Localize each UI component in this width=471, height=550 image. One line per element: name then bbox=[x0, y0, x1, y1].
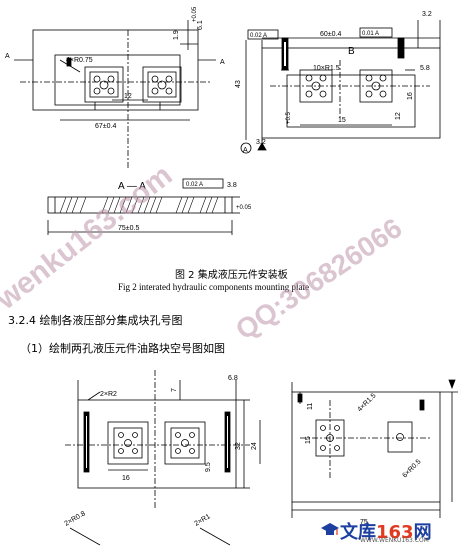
dim-68: 6.8 bbox=[228, 375, 238, 382]
roughness-32: 3.2 bbox=[256, 139, 266, 146]
dim-16: 16 bbox=[122, 475, 130, 482]
section-view-title: A — A bbox=[118, 181, 146, 192]
graduation-cap-icon bbox=[321, 523, 339, 535]
dim-holes-b: 10×R1.5 bbox=[313, 65, 340, 72]
dim-section-thick: 3.8 bbox=[227, 182, 237, 189]
svg-text:0.02 A: 0.02 A bbox=[250, 33, 267, 39]
left-port-block-a bbox=[84, 66, 124, 103]
figure-2-caption-cn: 图 2 集成液压元件安装板 bbox=[175, 270, 288, 281]
block-left-port-b bbox=[164, 421, 206, 465]
dim-ex-15: 15 bbox=[305, 436, 312, 444]
dim-16: 16 bbox=[407, 92, 414, 100]
gdt-frame-par: 0.01 A bbox=[359, 27, 393, 38]
dim-ex-6xr: 6×R0.5 bbox=[401, 458, 422, 479]
block-left-outline bbox=[77, 399, 237, 489]
dim-hole-pattern: 4×R0.75 bbox=[66, 57, 93, 64]
sub-heading: （1）绘制两孔液压元件油路块空号图如图 bbox=[20, 342, 225, 355]
dim-section-len: 75±0.5 bbox=[118, 225, 139, 232]
figure-2-plan-views: A A B 4×R0.75 12 67±0.4 1.9 +0.05 6.1 60… bbox=[5, 6, 441, 170]
left-plate-outline bbox=[32, 29, 199, 111]
dim-ex-75: 75 bbox=[360, 519, 368, 526]
dim-tol-a: +0.05 bbox=[192, 6, 198, 22]
section-plate bbox=[47, 196, 233, 214]
gdt-frame-section: 0.02 A bbox=[182, 178, 224, 189]
dim-tol-b: +0.5 bbox=[286, 111, 292, 124]
dim-24: 24 bbox=[251, 442, 258, 450]
dim-right-58: 5.8 bbox=[420, 65, 430, 72]
site-logo: 文库163网 WWW.WENKU163.COM bbox=[320, 516, 470, 546]
block-right-port-b bbox=[387, 421, 413, 453]
figure-2-section-view: A — A 0.02 A 3.8 75±0.5 +0.05 bbox=[47, 178, 252, 235]
dim-43: 43 bbox=[235, 80, 242, 88]
label-b: B bbox=[348, 46, 355, 57]
dim-side-61: 6.1 bbox=[197, 20, 204, 30]
svg-text:0.02 A: 0.02 A bbox=[186, 182, 203, 188]
dim-bot-1: 2×R0.8 bbox=[64, 510, 87, 527]
logo-url: WWW.WENKU163.COM bbox=[360, 537, 429, 544]
dim-95: 9.5 bbox=[205, 462, 212, 472]
figure-2-caption-en: Fig 2 interated hydraulic components mou… bbox=[118, 282, 309, 292]
dim-top-32: 3.2 bbox=[422, 11, 432, 18]
dim-center-12: 12 bbox=[124, 93, 132, 100]
block-left-port-a bbox=[107, 421, 149, 465]
section-heading: 3.2.4 绘制各液压部分集成块孔号图 bbox=[8, 314, 183, 327]
dim-section-tol: +0.05 bbox=[236, 205, 252, 211]
figure-3-oil-block-drawings: 2×R2 7 6.8 32 16 24 9.5 4×R1.5 11 15 6×R… bbox=[64, 370, 458, 546]
dim-ex-11: 11 bbox=[307, 403, 314, 410]
logo-brand: 文库163网 bbox=[340, 522, 432, 543]
dim-top-60: 60±0.4 bbox=[320, 31, 341, 38]
datum-a: A bbox=[243, 147, 248, 154]
dim-32: 32 bbox=[235, 442, 242, 450]
dim-2xr2: 2×R2 bbox=[100, 391, 117, 398]
right-plate-outline bbox=[261, 47, 441, 139]
dim-width-67: 67±0.4 bbox=[95, 123, 116, 130]
svg-text:0.01 A: 0.01 A bbox=[362, 31, 379, 37]
block-right-outline bbox=[291, 391, 441, 503]
gdt-frame-flat: 0.02 A bbox=[247, 29, 279, 40]
label-a-left: A bbox=[5, 53, 10, 60]
dim-15: 15 bbox=[338, 117, 346, 124]
label-a-right: A bbox=[220, 59, 225, 66]
dim-12: 12 bbox=[395, 112, 402, 120]
dim-ex-top: 4×R1.5 bbox=[356, 392, 377, 413]
dim-side-19: 1.9 bbox=[173, 30, 180, 40]
dim-bot-2: 2×R1 bbox=[194, 513, 212, 528]
left-port-block-b bbox=[142, 66, 182, 103]
dim-7: 7 bbox=[171, 388, 178, 392]
